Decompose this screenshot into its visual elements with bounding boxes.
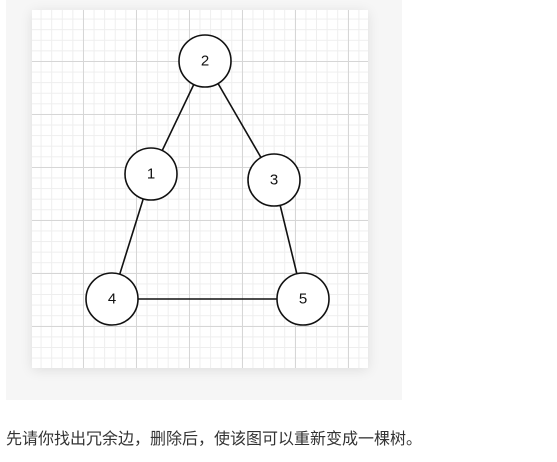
node-circle xyxy=(276,272,330,326)
node-label: 3 xyxy=(270,172,278,189)
nodes-layer: 1 2 3 4 5 xyxy=(85,34,330,326)
graph-diagram: 1 2 3 4 5 xyxy=(85,34,330,326)
node-circle xyxy=(178,34,232,88)
node-circle xyxy=(247,153,301,207)
node-label: 5 xyxy=(299,291,307,308)
graph-node-4: 4 xyxy=(85,272,139,326)
graph-node-1: 1 xyxy=(124,147,178,201)
node-circle xyxy=(124,147,178,201)
node-label: 2 xyxy=(201,53,209,70)
graph-node-5: 5 xyxy=(276,272,330,326)
node-label: 4 xyxy=(108,291,116,308)
caption-text: 先请你找出冗余边，删除后，使该图可以重新变成一棵树。 xyxy=(6,429,423,448)
graph-node-2: 2 xyxy=(178,34,232,88)
graph-node-3: 3 xyxy=(247,153,301,207)
node-circle xyxy=(85,272,139,326)
node-label: 1 xyxy=(147,166,155,183)
